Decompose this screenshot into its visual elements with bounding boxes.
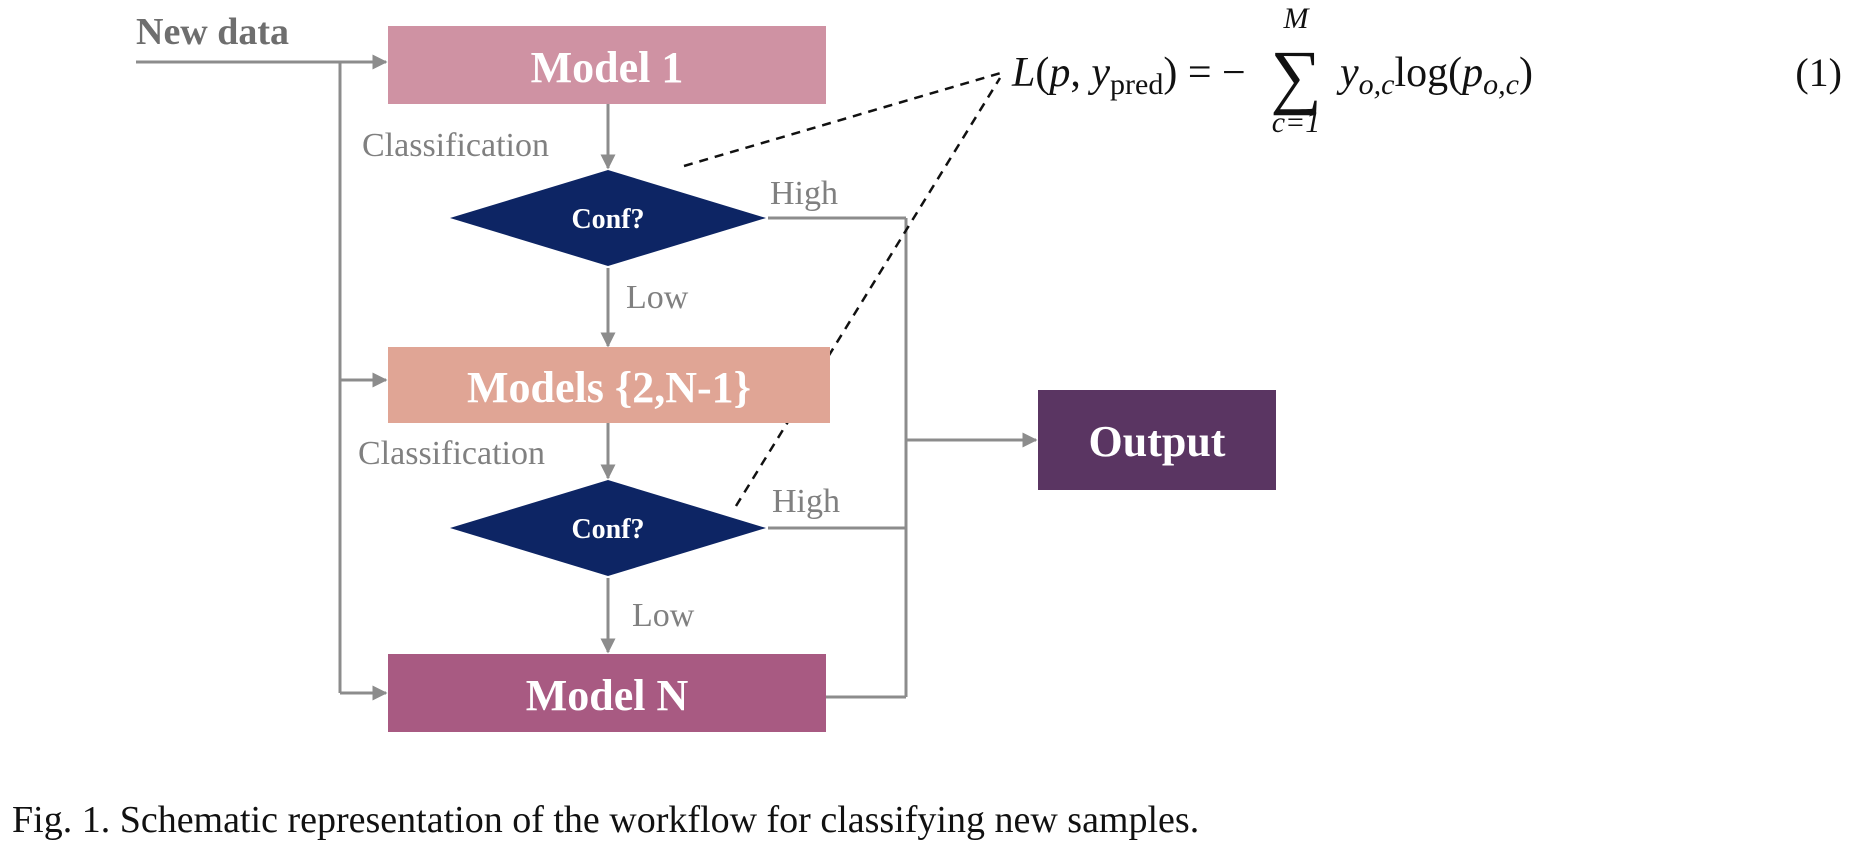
high-label-2: High	[772, 483, 840, 520]
high-label-1: High	[770, 175, 838, 212]
loss-equation: L(p, ypred) = − ∑ M c=1 yo,clog(po,c) (1…	[1011, 2, 1842, 139]
model-n-label: Model N	[526, 671, 689, 720]
models-mid-label: Models {2,N-1}	[467, 363, 751, 412]
equation-leaders	[683, 70, 1005, 507]
node-decision-1: Conf?	[450, 170, 766, 266]
leader-line-2	[734, 77, 1002, 507]
decision-2-label: Conf?	[571, 514, 644, 545]
low-label-1: Low	[626, 279, 689, 316]
node-model-1: Model 1	[388, 26, 826, 104]
classification-label-2: Classification	[358, 435, 545, 472]
equation-lhs: L(p, ypred) = −	[1011, 50, 1246, 101]
connectors	[136, 54, 1038, 701]
node-output: Output	[1038, 390, 1276, 490]
node-model-n: Model N	[388, 654, 826, 732]
model-1-label: Model 1	[531, 43, 684, 92]
summation-lower: c=1	[1272, 106, 1321, 139]
classification-label-1: Classification	[362, 127, 549, 164]
output-label: Output	[1089, 417, 1226, 466]
new-data-label: New data	[136, 11, 289, 53]
summation-symbol: ∑	[1270, 36, 1321, 116]
low-label-2: Low	[632, 597, 695, 634]
summation-upper: M	[1283, 2, 1311, 35]
node-decision-2: Conf?	[450, 480, 766, 576]
equation-number: (1)	[1795, 50, 1842, 95]
decision-1-label: Conf?	[571, 204, 644, 235]
leader-line-1	[683, 70, 1005, 168]
figure-caption: Fig. 1. Schematic representation of the …	[12, 799, 1200, 841]
node-models-mid: Models {2,N-1}	[388, 347, 830, 423]
equation-rhs: yo,clog(po,c)	[1336, 50, 1533, 101]
